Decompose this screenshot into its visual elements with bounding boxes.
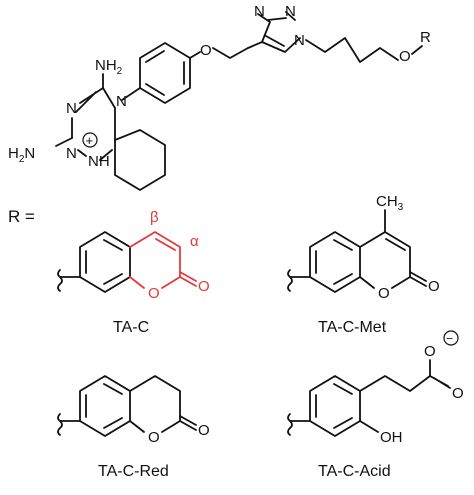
n-aryl-bond bbox=[121, 87, 141, 101]
ta-c-red-structure bbox=[57, 375, 197, 437]
chain-oxygen: O bbox=[399, 48, 411, 65]
caption-ta-c-met: TA-C-Met bbox=[318, 319, 387, 336]
svg-text:−: − bbox=[446, 332, 453, 346]
triazole-n1: N bbox=[254, 3, 265, 20]
ether-oxygen: O bbox=[200, 42, 212, 59]
ta-c-met-ring-oxygen: O bbox=[378, 285, 390, 302]
beta-label: β bbox=[150, 209, 159, 226]
triazole-ring bbox=[247, 11, 301, 53]
r-group-label: R bbox=[420, 29, 431, 46]
ta-c-acid-structure bbox=[287, 359, 451, 437]
cyclohexane-ring bbox=[114, 129, 166, 191]
caption-ta-c-acid: TA-C-Acid bbox=[318, 463, 391, 480]
triazine-n-upper: N bbox=[66, 100, 77, 117]
negative-charge: − bbox=[443, 330, 459, 346]
r-equals-label: R = bbox=[8, 207, 35, 226]
caption-ta-c-red: TA-C-Red bbox=[98, 463, 169, 480]
ta-c-red-carbonyl-oxygen: O bbox=[198, 422, 210, 439]
phenyl-ring bbox=[139, 42, 191, 104]
triazine-n-lower: N bbox=[66, 145, 77, 162]
triazine-nh: NH bbox=[88, 153, 110, 170]
h2n-left-label: H2N bbox=[8, 145, 35, 165]
core-molecule bbox=[55, 11, 423, 191]
ta-c-carbonyl-oxygen: O bbox=[198, 278, 210, 295]
hydroxyl-label: OH bbox=[380, 429, 403, 446]
ta-c-met-structure bbox=[287, 209, 427, 293]
ta-c-red-ring-oxygen: O bbox=[148, 429, 160, 446]
triazine-n-aryl: N bbox=[116, 93, 127, 110]
triazole-n3: N bbox=[294, 32, 305, 49]
or-bond bbox=[411, 45, 423, 55]
ether-bonds bbox=[189, 47, 249, 59]
butyl-chain bbox=[305, 37, 399, 63]
caption-ta-c: TA-C bbox=[113, 319, 149, 336]
methyl-label: CH3 bbox=[376, 193, 404, 213]
positive-charge: + bbox=[82, 132, 98, 148]
alpha-label: α bbox=[190, 233, 199, 250]
carboxylate-oxygen-right: O bbox=[452, 385, 464, 402]
carboxylate-oxygen-top: O bbox=[424, 343, 436, 360]
nh2-left-bond bbox=[55, 137, 73, 147]
nh2-top-label: NH2 bbox=[95, 57, 123, 77]
ta-c-met-carbonyl-oxygen: O bbox=[428, 278, 440, 295]
triazine-ring bbox=[71, 87, 116, 161]
ta-c-ring-oxygen: O bbox=[148, 285, 160, 302]
svg-text:+: + bbox=[86, 133, 94, 148]
triazole-n2: N bbox=[285, 3, 296, 20]
ta-c-structure bbox=[57, 231, 197, 293]
